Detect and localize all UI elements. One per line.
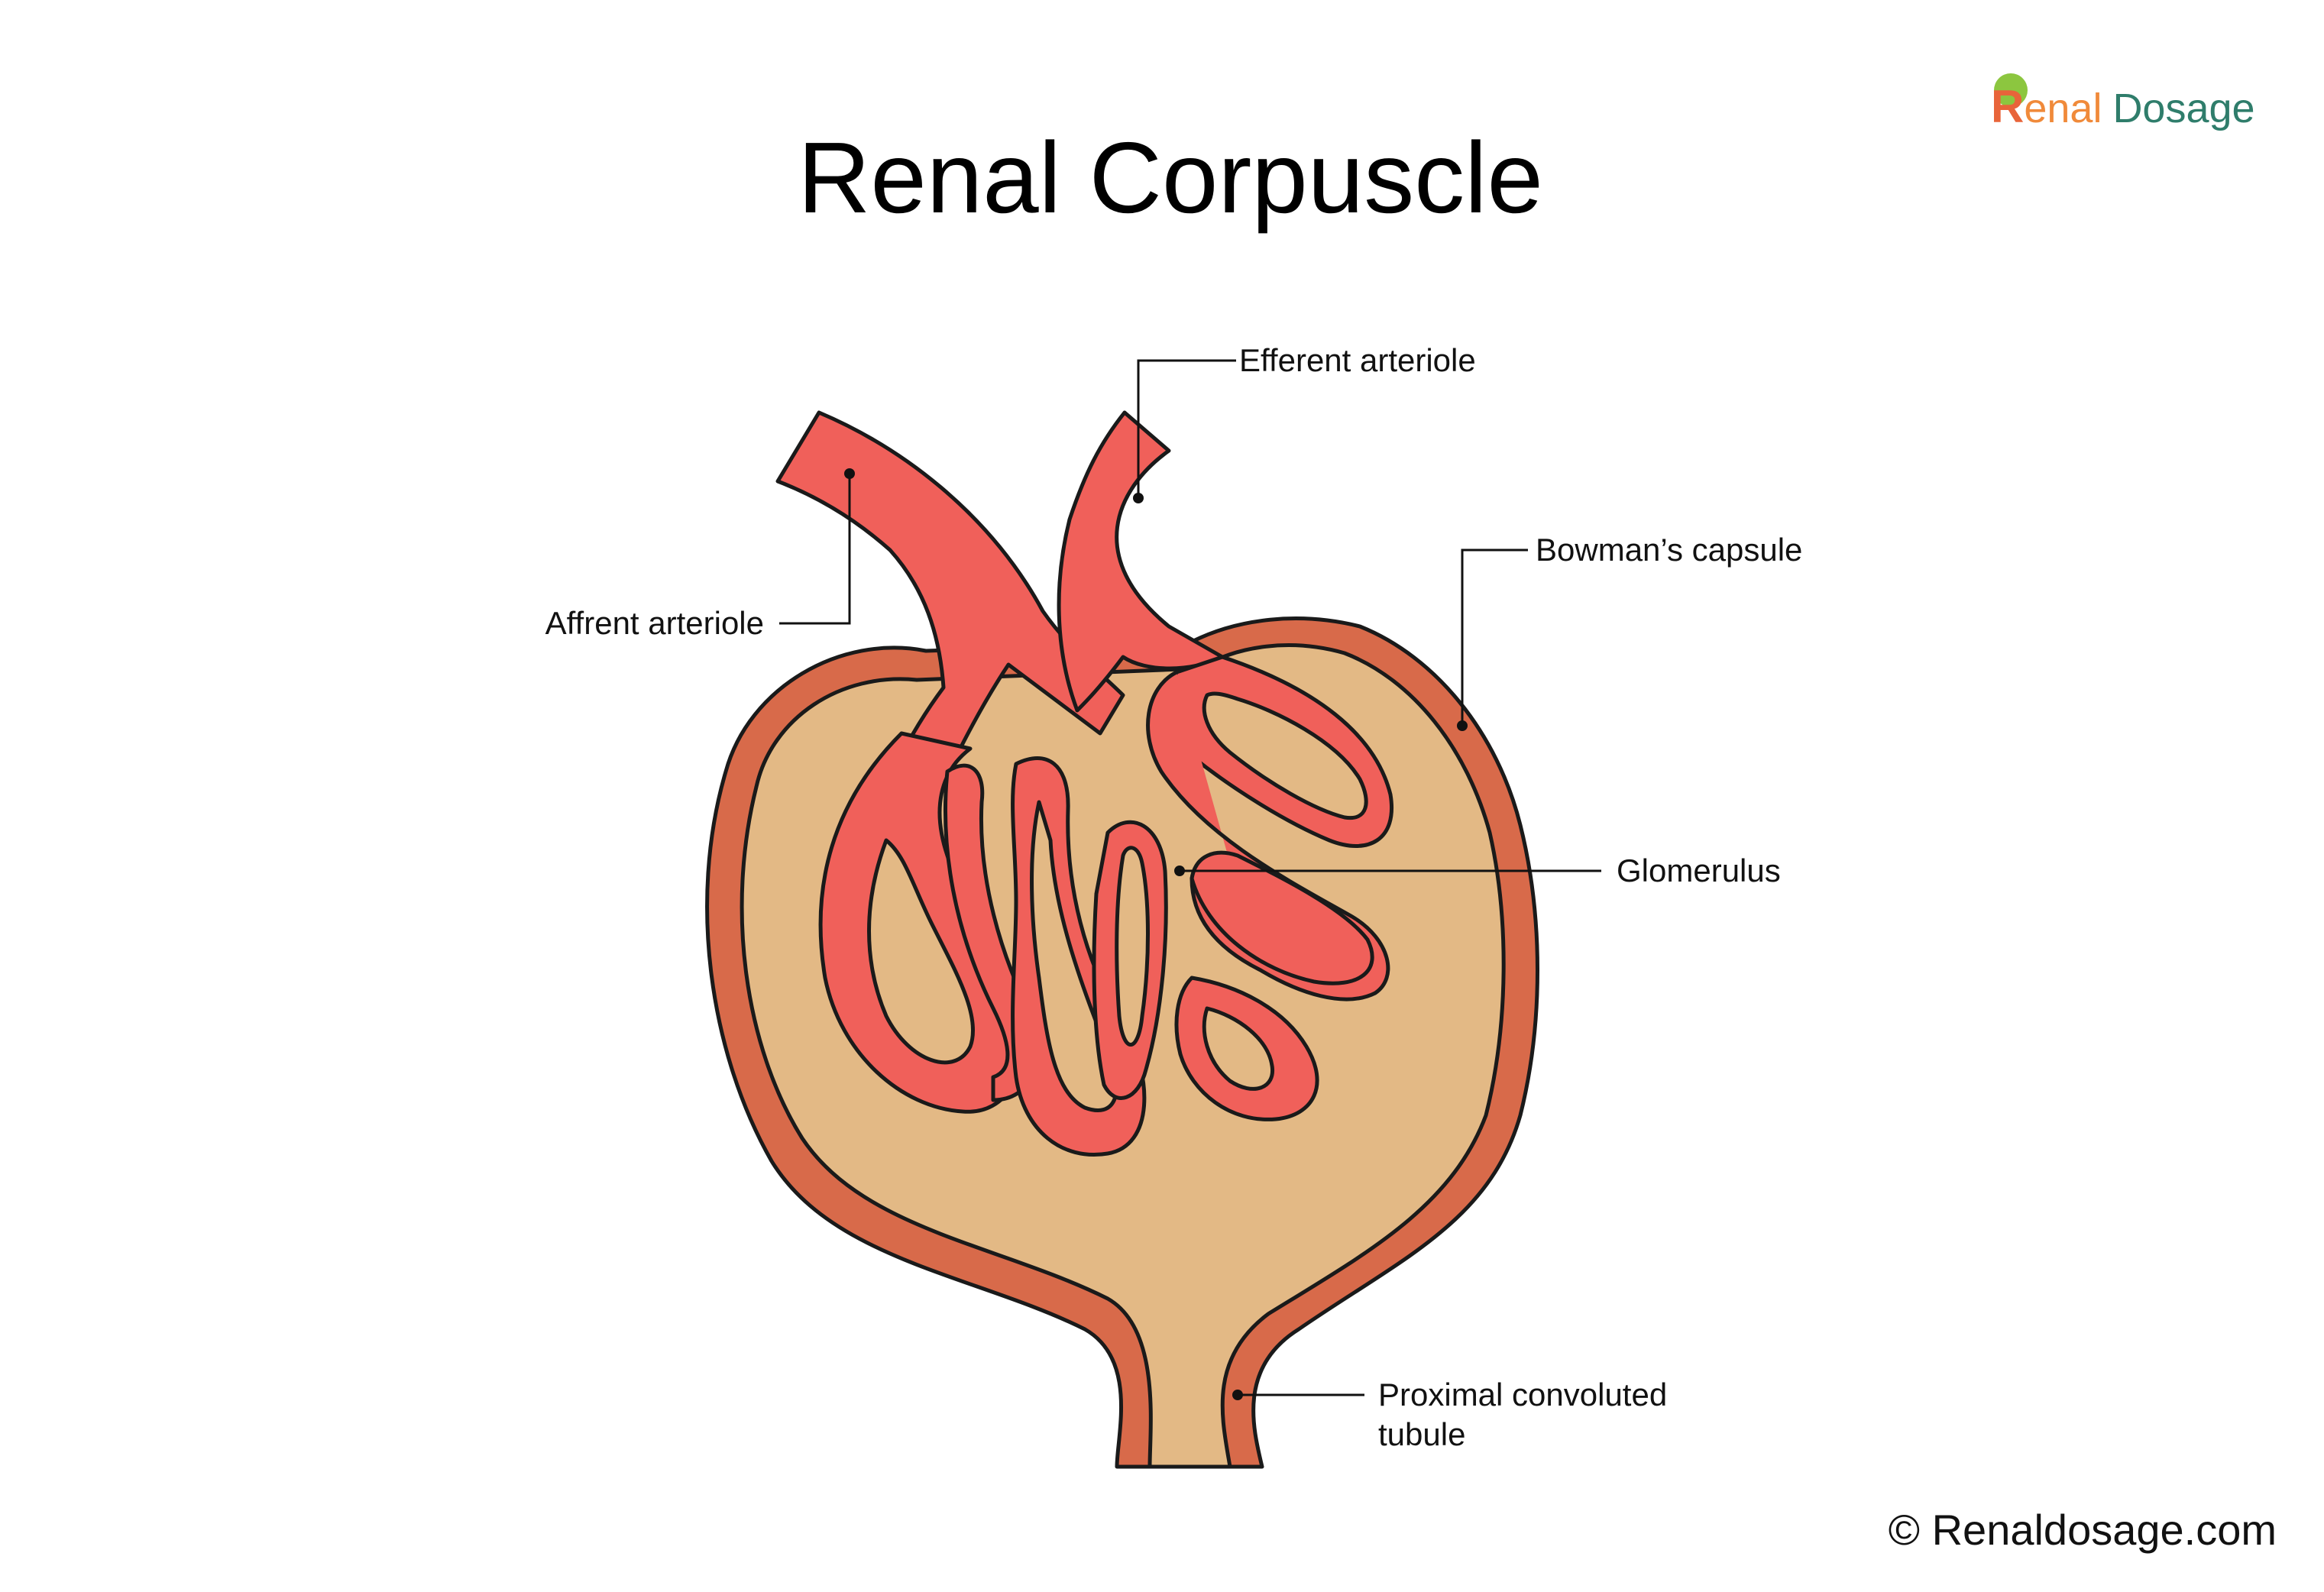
logo-word-dosage: Dosage — [2112, 86, 2254, 131]
leader-line — [779, 474, 851, 625]
copyright-text: © Renaldosage.com — [1889, 1506, 2277, 1554]
leader-dot — [1133, 493, 1144, 503]
afferent-arteriole-vessel — [775, 410, 1125, 850]
glomerulus-label: Glomerulus — [1617, 853, 1781, 888]
logo-word-renal: enal — [2024, 86, 2102, 131]
afferent-arteriole-label: Affrent arteriole — [545, 605, 764, 641]
label-proximal-convoluted-tubule: Proximal convoluted tubule — [1232, 1377, 1667, 1452]
efferent-arteriole-vessel — [1057, 410, 1225, 713]
page-title: Renal Corpuscle — [798, 121, 1543, 234]
capillary-gap — [1202, 691, 1368, 820]
leader-line — [1137, 359, 1236, 498]
logo-initial: R — [1991, 81, 2024, 132]
leader-dot — [1232, 1390, 1243, 1400]
pct-label-line1: Proximal convoluted — [1378, 1377, 1667, 1412]
label-bowmans-capsule: Bowman’s capsule — [1457, 532, 1802, 731]
afferent-arteriole — [775, 410, 1125, 850]
efferent-arteriole-label: Efferent arteriole — [1239, 342, 1476, 378]
capillary-loop — [1190, 850, 1374, 985]
leader-dot — [844, 468, 855, 479]
leader-dot — [1174, 866, 1185, 876]
leader-dot — [1457, 720, 1468, 731]
leader-line — [1461, 548, 1528, 726]
bowmans-capsule-label: Bowman’s capsule — [1536, 532, 1802, 568]
label-afferent-arteriole: Affrent arteriole — [545, 468, 855, 641]
capillary-gap — [1115, 846, 1150, 1047]
efferent-arteriole — [1057, 410, 1225, 713]
glomerulus — [818, 655, 1393, 1157]
label-glomerulus: Glomerulus — [1174, 853, 1781, 888]
logo-leaf-icon — [1994, 73, 2028, 107]
label-efferent-arteriole: Efferent arteriole — [1133, 342, 1476, 503]
capillary-gap — [1202, 1006, 1274, 1091]
pct-label-line2: tubule — [1378, 1416, 1465, 1452]
capillary-gap — [867, 838, 976, 1065]
